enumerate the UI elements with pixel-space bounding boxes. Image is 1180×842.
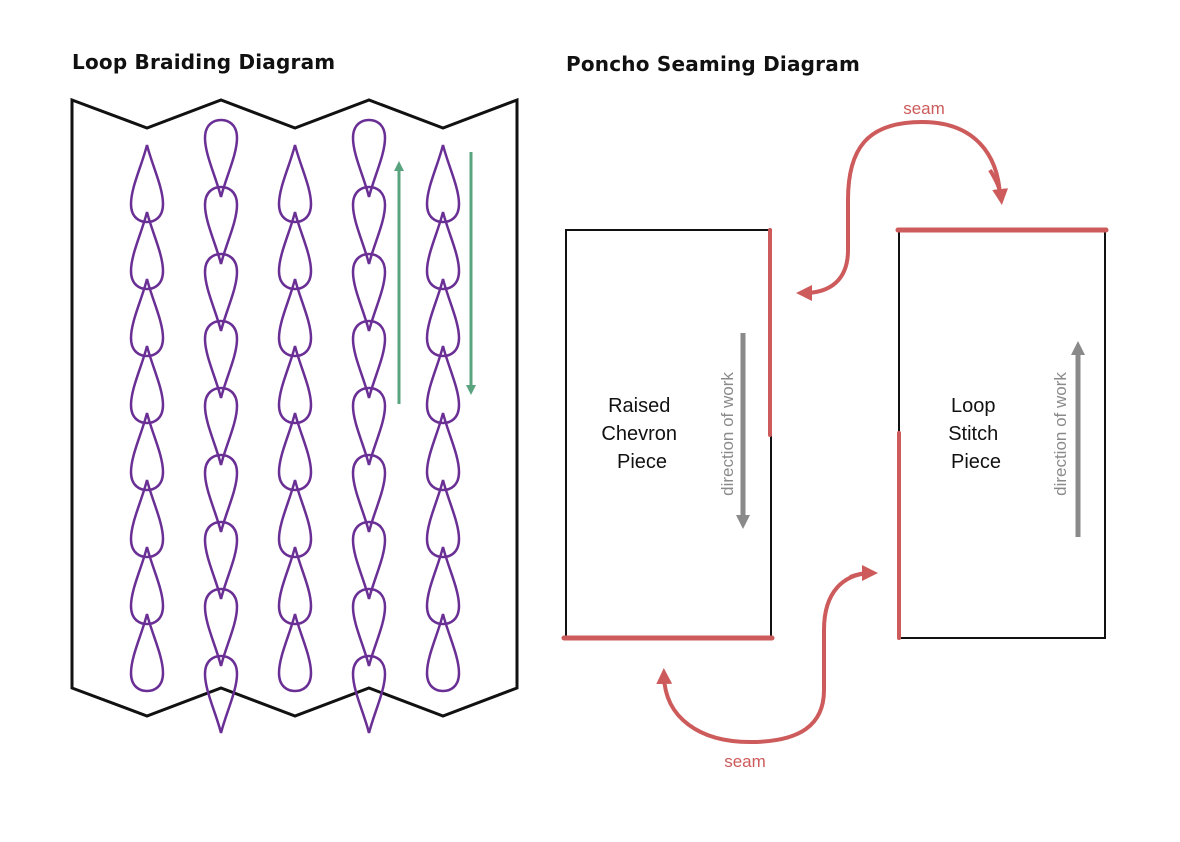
braid-loop [425, 412, 461, 492]
braid-loop [277, 613, 313, 693]
seam-label-top: seam [903, 99, 945, 118]
braid-loop [203, 654, 239, 734]
braid-loop [203, 319, 239, 399]
braid-loop [351, 453, 387, 533]
loop-stitch-label: Loop Stitch Piece [948, 395, 1004, 473]
braid-loop [129, 479, 165, 559]
braid-loop [203, 587, 239, 667]
seam-arrow-top-to-right [988, 168, 1009, 205]
braid-loop [277, 144, 313, 224]
braid-loop [277, 278, 313, 358]
braid-loop [129, 546, 165, 626]
braid-loop [425, 613, 461, 693]
seam-arrow-bottom-to-left [656, 571, 869, 745]
braid-loop [129, 412, 165, 492]
braid-loop [277, 412, 313, 492]
seam-label-bottom: seam [724, 752, 766, 771]
seam-arrow-top-to-left [796, 119, 1002, 301]
braid-loop [203, 386, 239, 466]
braid-loop-columns [129, 118, 461, 734]
braid-loop [351, 252, 387, 332]
seam-arrow-bottom-to-right [849, 565, 878, 582]
braid-loop [203, 118, 239, 198]
braid-loop [129, 613, 165, 693]
seam-diagram-title: Poncho Seaming Diagram [566, 52, 860, 76]
braid-loop [129, 278, 165, 358]
braid-loop [277, 479, 313, 559]
braid-loop [425, 278, 461, 358]
braid-loop [203, 520, 239, 600]
braid-loop [277, 546, 313, 626]
braid-loop [425, 211, 461, 291]
braid-loop [277, 211, 313, 291]
direction-label-right: direction of work [1051, 372, 1070, 496]
raised-chevron-label: Raised Chevron Piece [601, 395, 682, 473]
braid-loop [425, 345, 461, 425]
braid-loop [425, 479, 461, 559]
braid-loop [203, 252, 239, 332]
braid-loop [351, 386, 387, 466]
braid-loop [425, 144, 461, 224]
braid-panel-outline [70, 97, 519, 718]
braid-loop [351, 520, 387, 600]
braid-loop [129, 144, 165, 224]
braid-loop [351, 118, 387, 198]
braid-loop [203, 185, 239, 265]
braid-loop [129, 211, 165, 291]
braid-loop [351, 654, 387, 734]
braid-loop [351, 185, 387, 265]
braid-loop [129, 345, 165, 425]
braid-loop [277, 345, 313, 425]
braid-loop [351, 587, 387, 667]
direction-label-left: direction of work [718, 372, 737, 496]
braid-loop [425, 546, 461, 626]
braid-loop [203, 453, 239, 533]
braid-diagram-title: Loop Braiding Diagram [72, 50, 336, 74]
braid-loop [351, 319, 387, 399]
